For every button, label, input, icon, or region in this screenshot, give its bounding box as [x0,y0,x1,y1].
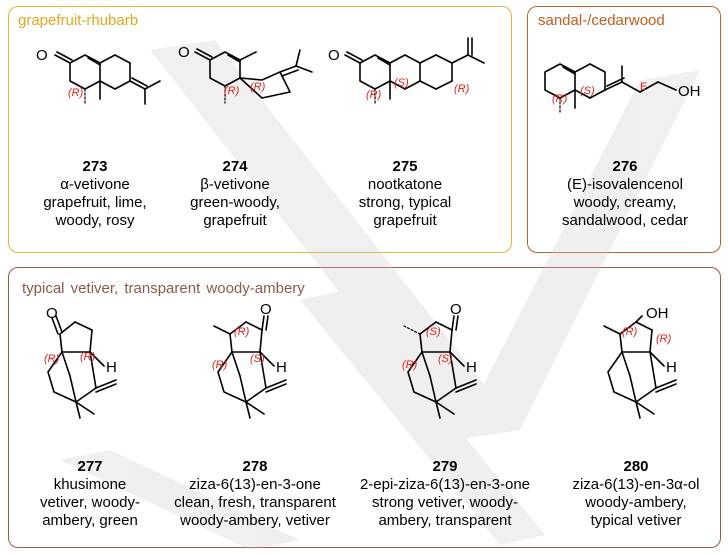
structure-274 [194,48,313,104]
structure-278 [213,315,287,419]
compound-odor-1: strong, typical [358,194,452,211]
compound-number: 273 [82,158,108,175]
structure-277 [47,315,117,419]
stereo-275-c: (R) [454,83,470,95]
structure-279 [403,315,477,419]
stereo-276-a: (R) [552,93,568,105]
compound-number: 278 [242,458,268,475]
e-label-276: E [640,81,647,93]
caption-276: 276 (E)-isovalencenol woody, creamy, san… [540,158,710,230]
structure-280 [603,315,677,419]
compound-odor-1: woody-ambery, [585,494,687,511]
stereo-275-a: (R) [366,89,382,101]
grapefruit-panel-title: grapefruit-rhubarb [18,12,139,29]
stereo-277-b: (R) [80,351,96,363]
compound-odor-2: grapefruit [203,212,267,229]
atom-h-279: H [466,359,477,376]
stereo-274-b: (R) [250,81,266,93]
structure-275 [344,37,485,106]
stereo-276-b: (S) [580,85,595,97]
structure-276 [544,63,677,115]
compound-name: β-vetivone [200,176,270,193]
caption-279: 279 2-epi-ziza-6(13)-en-3-one strong vet… [350,458,540,530]
grapefruit-panel [8,6,512,253]
caption-280: 280 ziza-6(13)-en-3α-ol woody-ambery, ty… [556,458,716,530]
sandalwood-panel-title: sandal-/cedarwood [538,12,665,29]
compound-odor-2: grapefruit [373,212,437,229]
compound-number: 275 [392,158,418,175]
caption-278: 278 ziza-6(13)-en-3-one clean, fresh, tr… [170,458,340,530]
compound-number: 280 [623,458,649,475]
stereo-275-b: (S) [394,77,409,89]
atom-h-278: H [276,359,287,376]
caption-277: 277 khusimone vetiver, woody- ambery, gr… [20,458,160,530]
compound-name: nootkatone [367,176,443,193]
sandalwood-panel [527,6,721,253]
vetiver-panel [8,267,721,548]
atom-h-277: H [106,359,117,376]
atom-o-273: O [36,47,48,64]
stereo-278-b: (R) [212,359,228,371]
stereo-273-a: (R) [68,87,84,99]
stereo-278-c: (S) [250,353,265,365]
stereo-277-a: (R) [44,353,60,365]
compound-number: 274 [222,158,248,175]
compound-odor-2: sandalwood, cedar [562,212,688,229]
stereo-280-a: (R) [622,326,638,338]
vetiver-panel-title: typical vetiver, transparent woody-amber… [22,280,305,297]
structure-273 [54,51,161,106]
compound-odor-2: woody-ambery, vetiver [180,512,330,529]
atom-o-279: O [450,301,462,318]
compound-odor-1: clean, fresh, transparent [174,494,336,511]
compound-name: ziza-6(13)-en-3-one [189,476,321,493]
compound-name: khusimone [53,476,127,493]
stereo-279-b: (R) [402,359,418,371]
stereo-278-a: (R) [234,326,250,338]
stereo-279-c: (S) [438,353,453,365]
caption-274: 274 β-vetivone green-woody, grapefruit [170,158,300,230]
compound-odor-2: woody, rosy [55,212,135,229]
atom-o-278: O [260,301,272,318]
atom-oh-280: OH [646,305,669,322]
caption-273: 273 α-vetivone grapefruit, lime, woody, … [30,158,160,230]
stereo-280-b: (R) [656,333,672,345]
atom-h-280: H [666,359,677,376]
compound-name: 2-epi-ziza-6(13)-en-3-one [359,476,531,493]
stereo-279-a: (S) [426,326,441,338]
compound-odor-1: vetiver, woody- [39,494,141,511]
compound-odor-1: grapefruit, lime, [43,194,147,211]
compound-odor-2: typical vetiver [590,512,682,529]
compound-name: α-vetivone [60,176,130,193]
compound-odor-1: woody, creamy, [573,194,677,211]
compound-number: 279 [432,458,458,475]
atom-o-274: O [178,44,190,61]
compound-odor-2: ambery, green [42,512,138,529]
compound-number: 277 [77,458,103,475]
compound-name: ziza-6(13)-en-3α-ol [572,476,700,493]
compound-odor-2: ambery, transparent [378,512,512,529]
atom-o-277: O [46,305,58,322]
atom-o-275: O [328,47,340,64]
atom-oh-276: OH [678,83,701,100]
compound-name: (E)-isovalencenol [567,176,683,193]
stereo-274-a: (R) [224,85,240,97]
compound-odor-1: strong vetiver, woody- [372,494,518,511]
compound-odor-1: green-woody, [190,194,280,211]
caption-275: 275 nootkatone strong, typical grapefrui… [340,158,470,230]
compound-number: 276 [612,158,638,175]
